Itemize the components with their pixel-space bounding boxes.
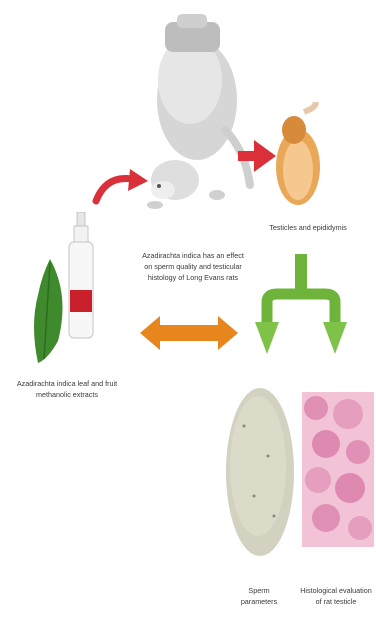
histology-image bbox=[302, 392, 374, 547]
sperm-label-line-1: Sperm bbox=[222, 585, 296, 596]
histology-label-line-1: Histological evaluation bbox=[296, 585, 376, 596]
green-branch-arrow bbox=[255, 250, 355, 368]
testicles-label: Testicles and epididymis bbox=[248, 222, 368, 233]
center-line-1: Azadirachta indica has an effect bbox=[128, 250, 258, 261]
rat-illustration bbox=[135, 10, 265, 215]
leaf-label-line-1: Azadirachta indica leaf and fruit bbox=[2, 378, 132, 389]
center-description: Azadirachta indica has an effect on sper… bbox=[128, 250, 258, 283]
sperm-parameters-label: Sperm parameters bbox=[222, 585, 296, 607]
extract-bottle-illustration bbox=[66, 212, 96, 342]
histology-label-line-2: of rat testicle bbox=[296, 596, 376, 607]
orange-double-arrow bbox=[138, 312, 240, 354]
leaf-label-line-2: methanolic extracts bbox=[2, 389, 132, 400]
leaf-extract-label: Azadirachta indica leaf and fruit methan… bbox=[2, 378, 132, 400]
center-line-3: histology of Long Evans rats bbox=[128, 272, 258, 283]
histology-label: Histological evaluation of rat testicle bbox=[296, 585, 376, 607]
center-line-2: on sperm quality and testicular bbox=[128, 261, 258, 272]
sperm-label-line-2: parameters bbox=[222, 596, 296, 607]
sperm-sample-image bbox=[224, 386, 296, 558]
red-arrow-to-rat bbox=[92, 165, 152, 205]
testicle-illustration bbox=[268, 102, 328, 217]
